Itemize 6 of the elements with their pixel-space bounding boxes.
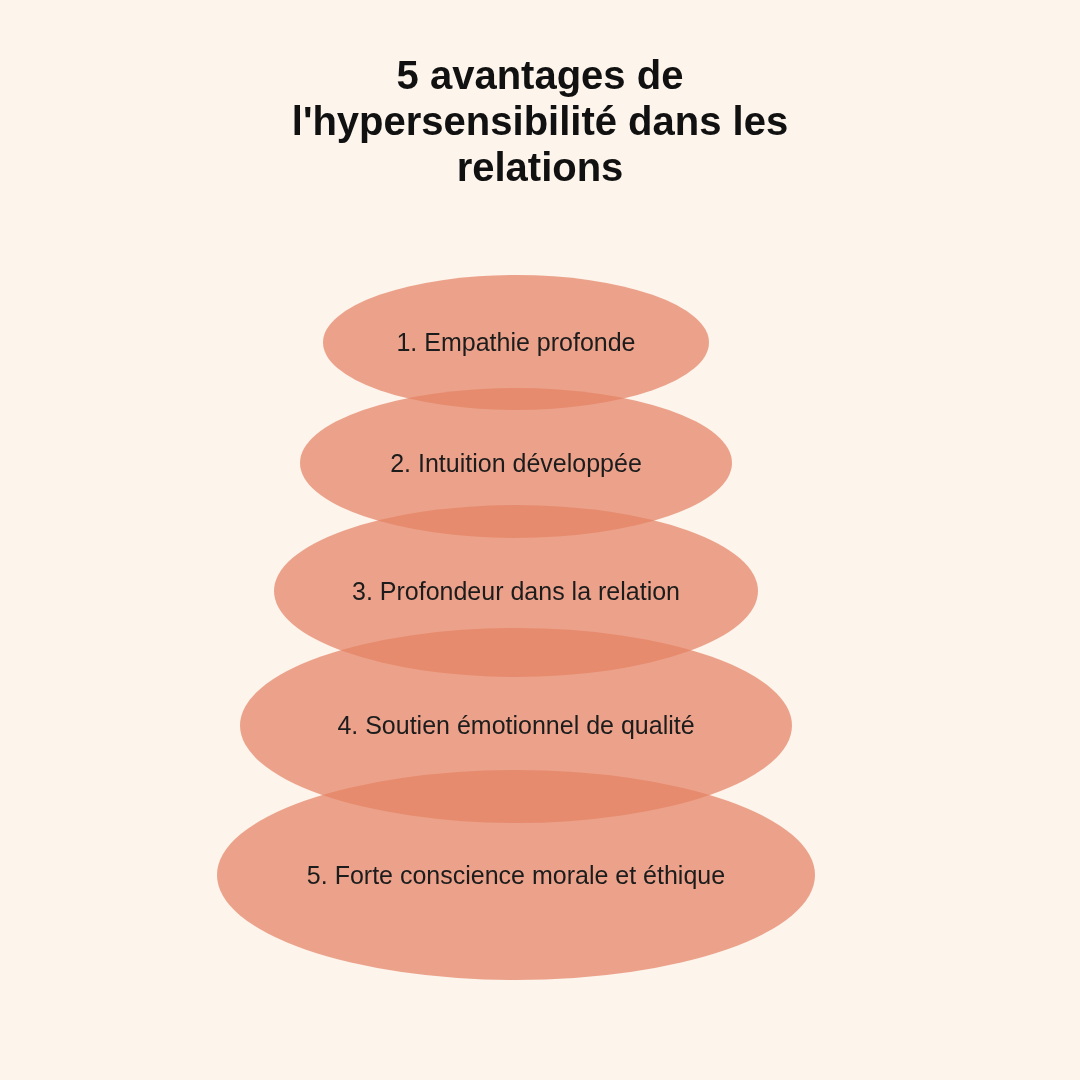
item-text: 3. Profondeur dans la relation: [352, 576, 680, 606]
item-text: 2. Intuition développée: [390, 448, 642, 478]
title: 5 avantages de l'hypersensibilité dans les relations: [290, 52, 790, 190]
item-text: 5. Forte conscience morale et éthique: [306, 860, 726, 890]
item-text: 4. Soutien émotionnel de qualité: [337, 711, 695, 740]
item-text: 1. Empathie profonde: [396, 328, 636, 357]
